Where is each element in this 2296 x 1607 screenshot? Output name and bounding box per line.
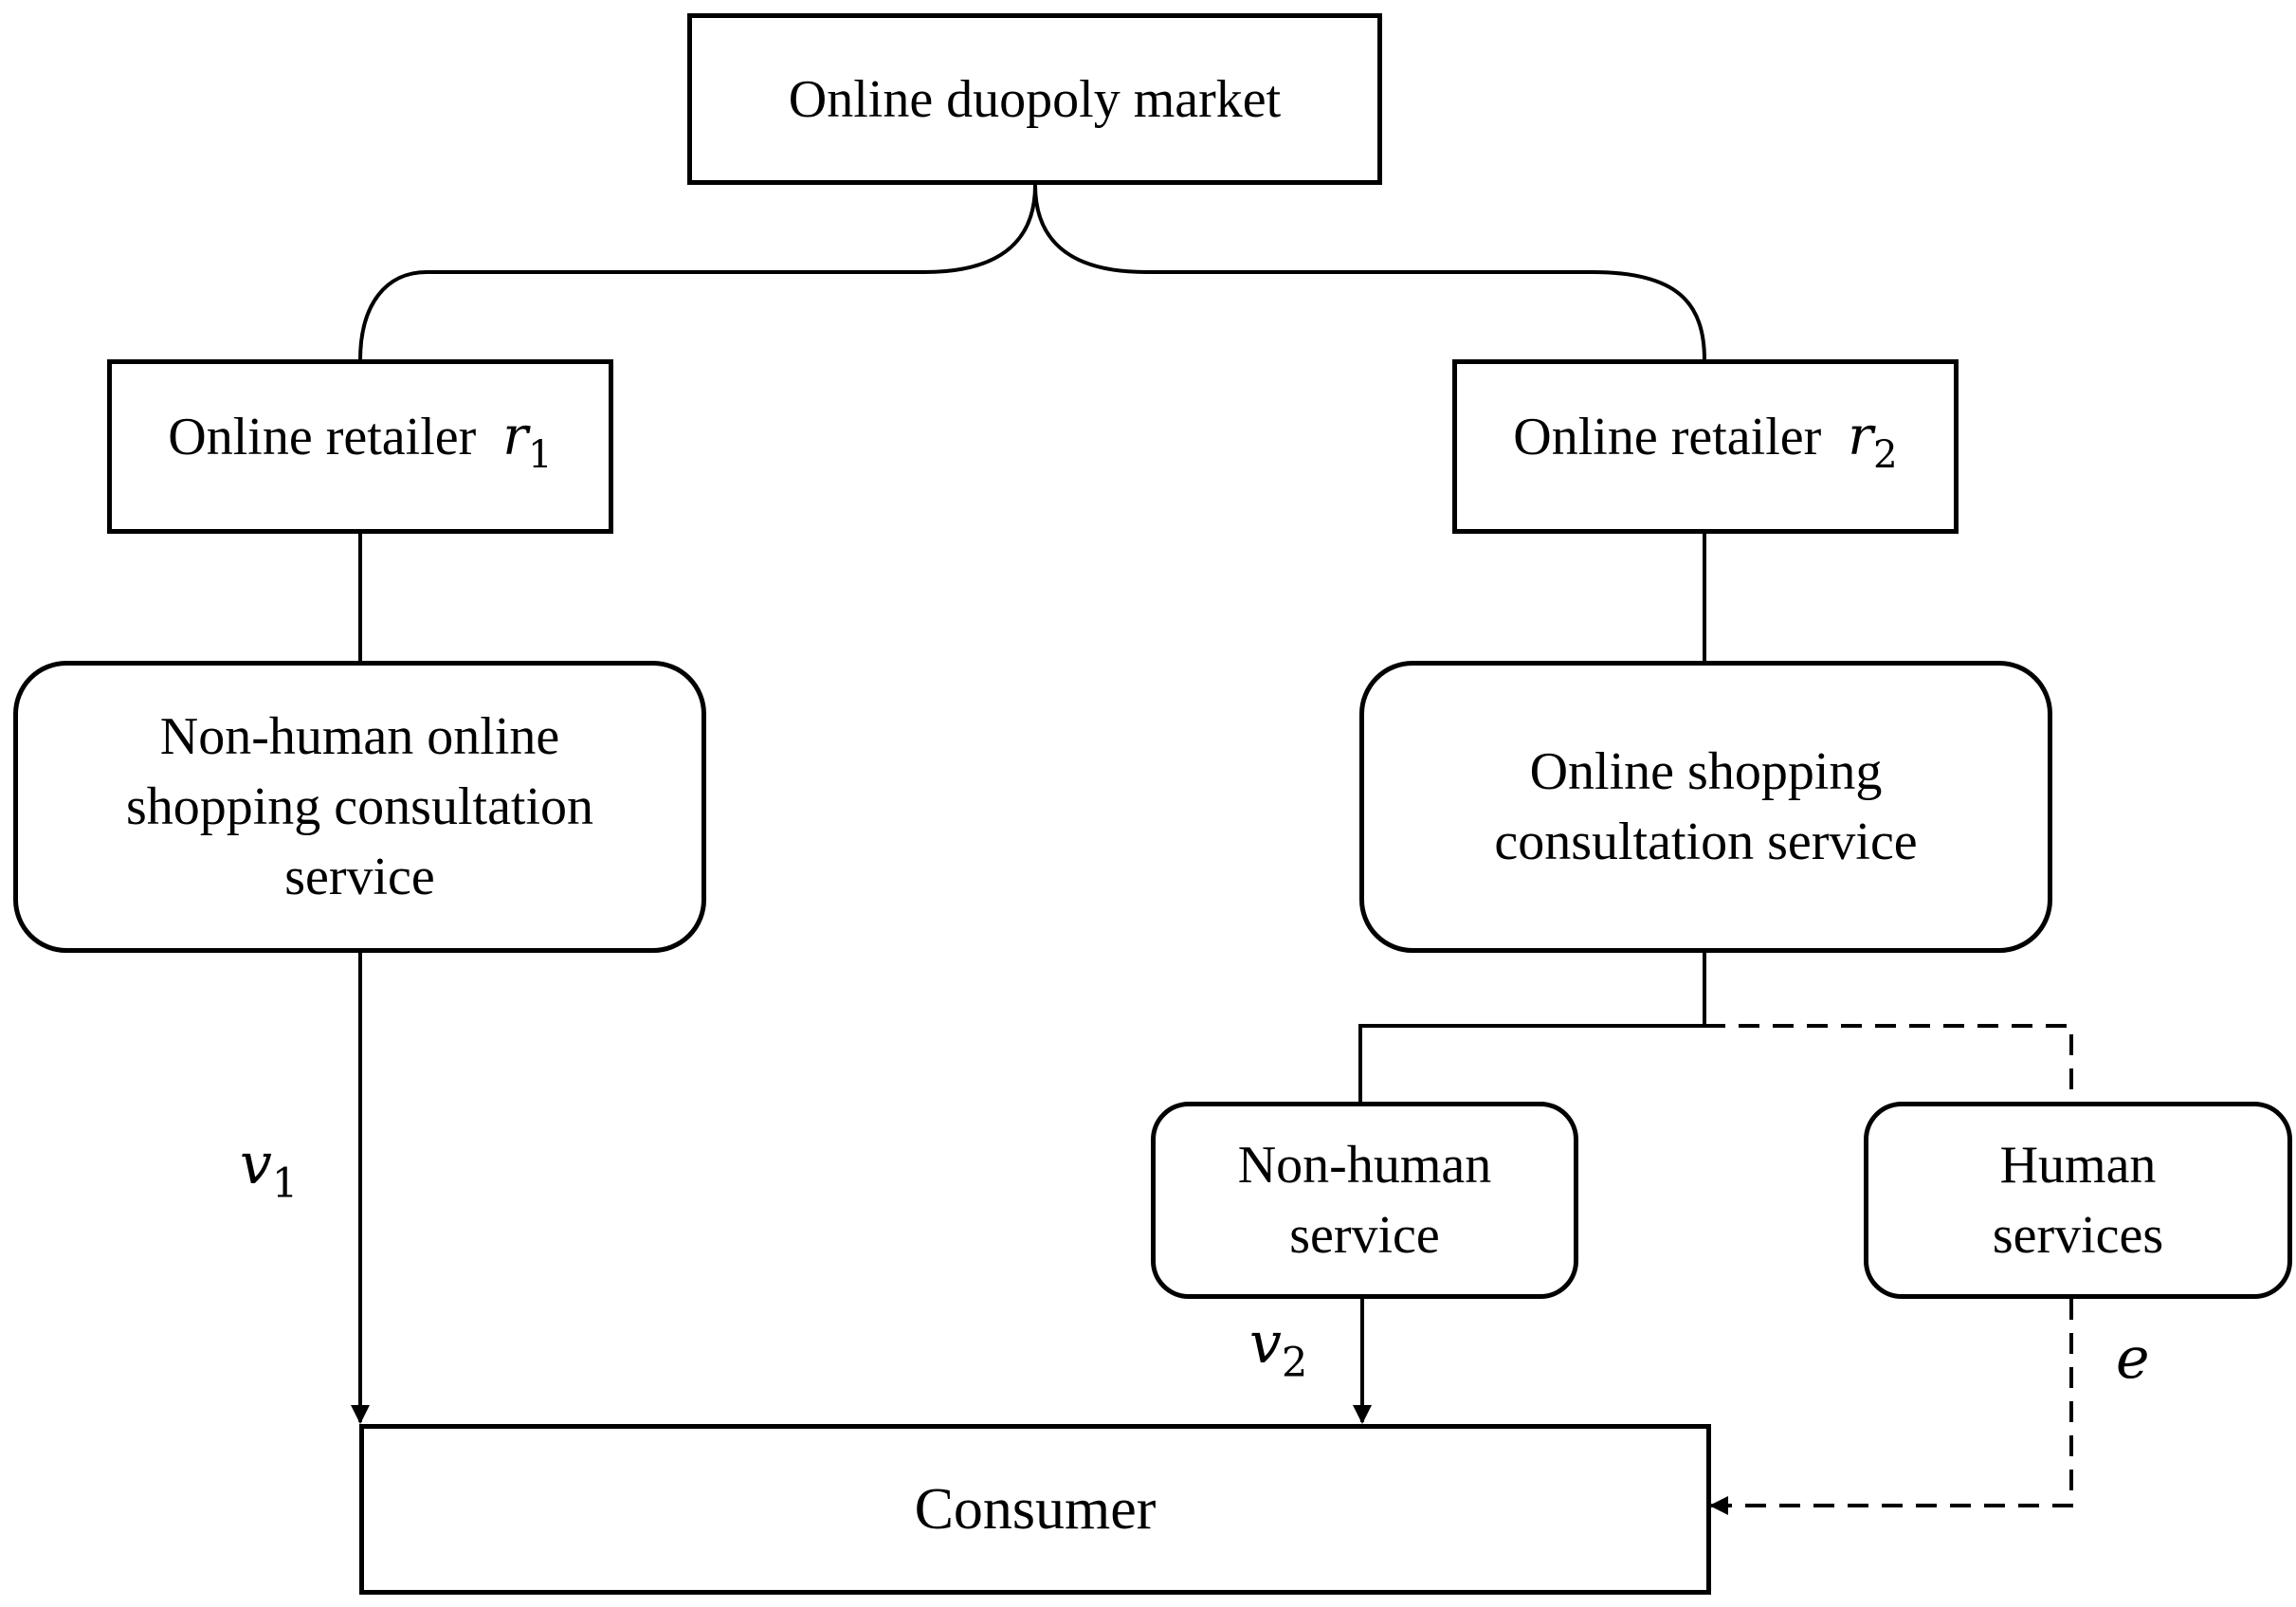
market-box: Online duopoly market <box>687 13 1382 185</box>
retailer-1-label: Online retailer r1 <box>168 402 552 490</box>
market-label: Online duopoly market <box>788 69 1282 129</box>
edge-label-v1: v1 <box>240 1131 299 1209</box>
human-line-2: services <box>1992 1206 2164 1265</box>
retailer-2-box: Online retailer r2 <box>1452 359 1959 534</box>
human-services-box: Human services <box>1864 1102 2292 1299</box>
edge-label-e: e <box>2116 1325 2150 1392</box>
human-line-1: Human <box>1999 1136 2157 1195</box>
retailer-1-box: Online retailer r1 <box>107 359 613 534</box>
brace-left <box>358 184 1037 361</box>
edge-split-nonhuman <box>1358 953 1706 1102</box>
edge-split-human <box>1704 1024 2073 1102</box>
service-r1-line-1: Non-human online <box>159 707 560 766</box>
retailer-2-text: Online retailer <box>1513 408 1822 467</box>
brace-right <box>1033 184 1706 361</box>
retailer-1-symbol: r1 <box>502 406 553 478</box>
service-r1-line-3: service <box>284 848 435 906</box>
edge-label-v2: v2 <box>1249 1310 1308 1388</box>
retailer-2-symbol: r2 <box>1848 406 1898 478</box>
service-r2-line-1: Online shopping <box>1529 742 1883 801</box>
consumer-box: Consumer <box>359 1424 1711 1595</box>
nonhuman-consultation-service-box: Non-human online shopping consultation s… <box>13 661 706 953</box>
service-r1-line-2: shopping consultation <box>125 777 594 836</box>
nonhuman-service-box: Non-human service <box>1151 1102 1578 1299</box>
edge-e-arrow <box>1709 1299 2073 1515</box>
nonhuman-line-2: service <box>1289 1206 1440 1265</box>
service-r2-line-2: consultation service <box>1494 813 1918 871</box>
nonhuman-line-1: Non-human <box>1237 1136 1492 1195</box>
consultation-service-box: Online shopping consultation service <box>1359 661 2052 953</box>
retailer-2-label: Online retailer r2 <box>1513 402 1897 490</box>
retailer-1-text: Online retailer <box>168 408 477 467</box>
consumer-label: Consumer <box>914 1477 1157 1542</box>
